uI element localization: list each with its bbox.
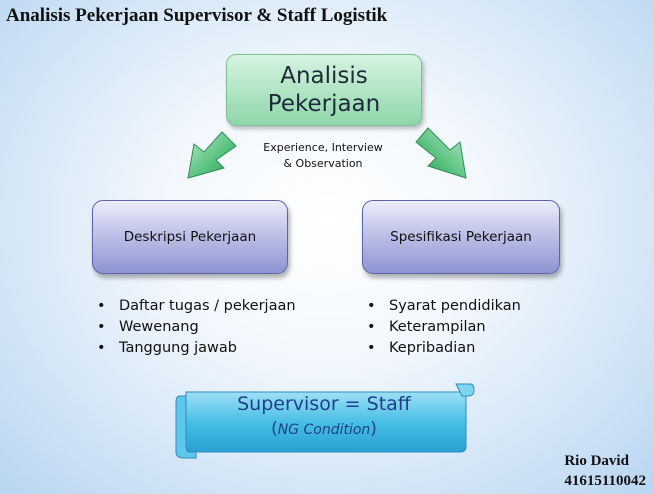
scroll-line2: (NG Condition) <box>186 416 462 443</box>
author-block: Rio David 41615110042 <box>564 451 646 491</box>
deskripsi-label: Deskripsi Pekerjaan <box>123 229 257 245</box>
open-paren: ( <box>271 419 278 439</box>
spesifikasi-label: Spesifikasi Pekerjaan <box>390 229 532 245</box>
ng-condition-text: NG Condition <box>277 422 371 438</box>
method-note-line1: Experience, Interview <box>263 141 383 154</box>
spesifikasi-pekerjaan-box: Spesifikasi Pekerjaan <box>362 200 560 274</box>
close-paren: ) <box>370 419 377 439</box>
list-item: Wewenang <box>97 317 296 338</box>
arrow-right-icon <box>415 127 467 179</box>
top-box-line1: Analisis <box>280 63 368 89</box>
author-id: 41615110042 <box>564 473 646 489</box>
spesifikasi-bullet-list: Syarat pendidikan Keterampilan Kepribadi… <box>367 296 521 359</box>
list-item: Daftar tugas / pekerjaan <box>97 296 296 317</box>
list-item: Tanggung jawab <box>97 338 296 359</box>
list-item: Syarat pendidikan <box>367 296 521 317</box>
top-box-line2: Pekerjaan <box>267 91 381 117</box>
scroll-line1: Supervisor = Staff <box>237 393 411 415</box>
arrow-left-icon <box>187 131 237 179</box>
list-item: Keterampilan <box>367 317 521 338</box>
list-item: Kepribadian <box>367 338 521 359</box>
deskripsi-pekerjaan-box: Deskripsi Pekerjaan <box>92 200 288 274</box>
analisis-pekerjaan-box: Analisis Pekerjaan <box>226 54 422 126</box>
author-name: Rio David <box>564 453 629 469</box>
deskripsi-bullet-list: Daftar tugas / pekerjaan Wewenang Tanggu… <box>97 296 296 359</box>
scroll-banner: Supervisor = Staff (NG Condition) <box>186 392 462 443</box>
slide-title: Analisis Pekerjaan Supervisor & Staff Lo… <box>6 5 388 26</box>
method-note: Experience, Interview & Observation <box>246 140 400 172</box>
method-note-line2: & Observation <box>283 157 363 170</box>
